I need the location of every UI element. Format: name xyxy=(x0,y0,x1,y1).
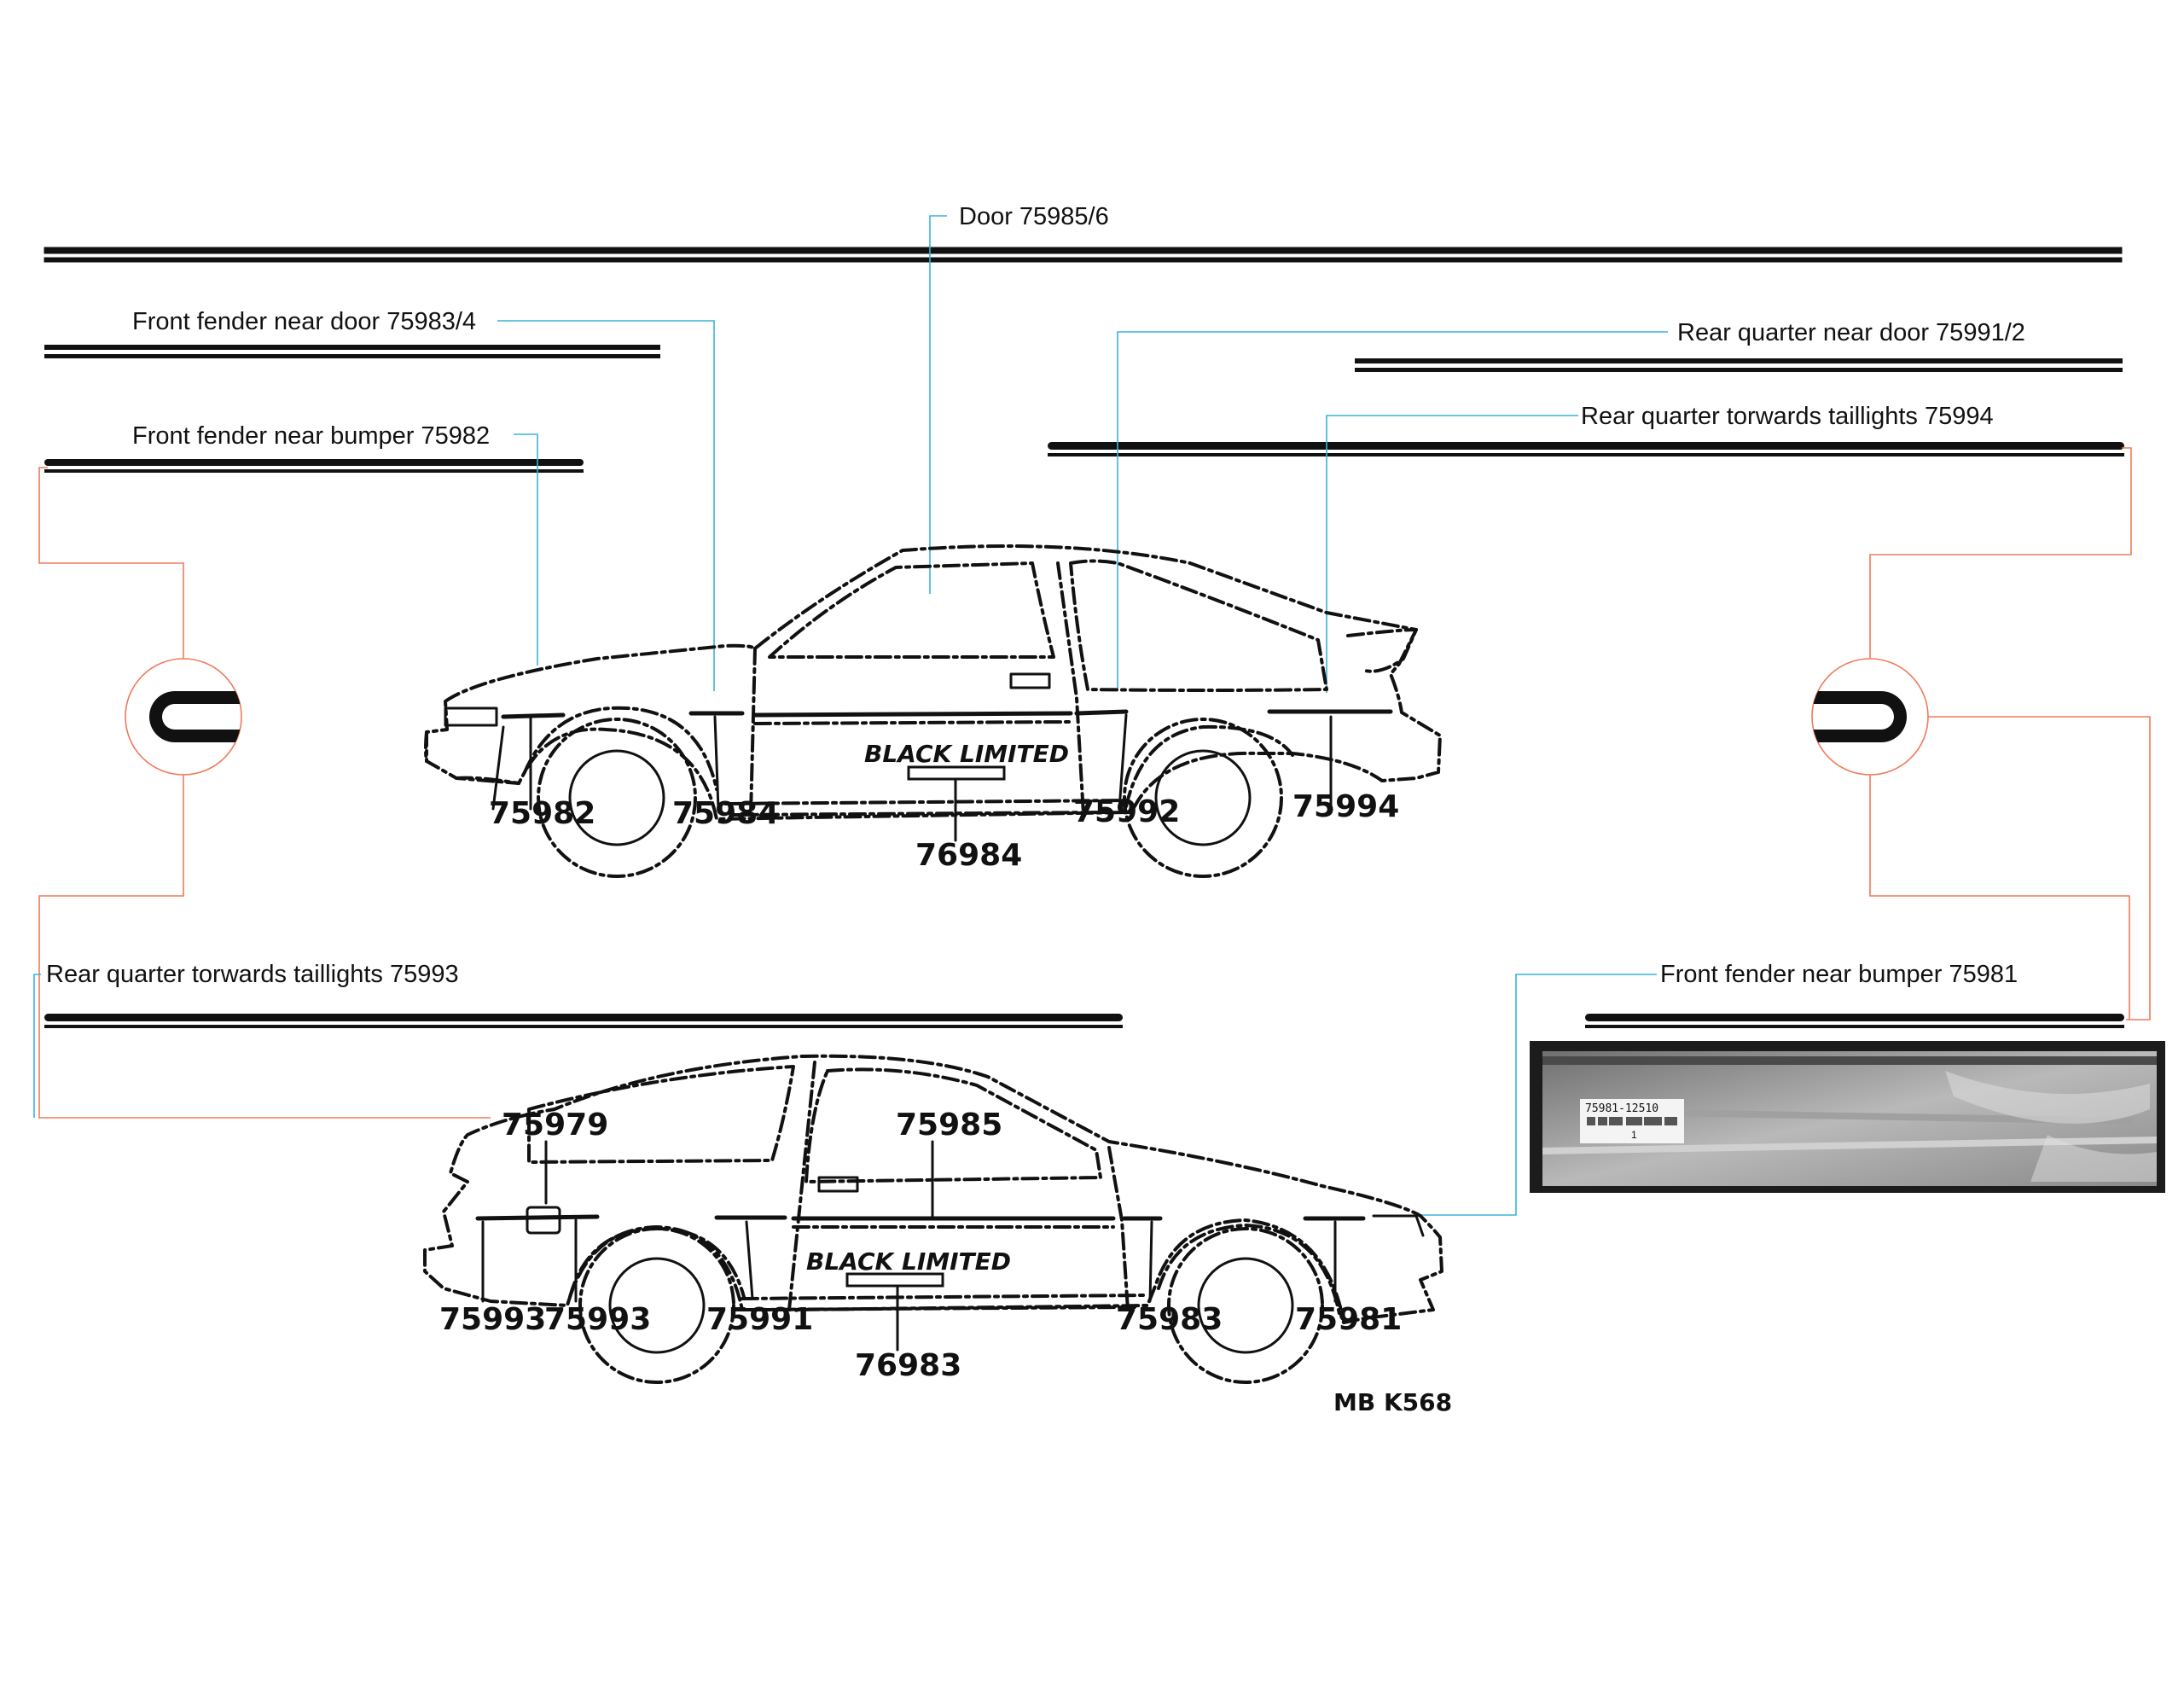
part-number-76983: 76983 xyxy=(855,1348,961,1383)
strip-front-fender-bumper-right xyxy=(44,459,584,473)
strip-rear-quarter-taillights-right xyxy=(1048,442,2124,456)
label-rear-quarter-taillights-right: Rear quarter torwards taillights 75994 xyxy=(1581,403,1994,430)
label-front-fender-near-bumper-left: Front fender near bumper 75981 xyxy=(1660,961,2018,988)
callout-leaders xyxy=(33,215,1668,1216)
strip-front-fender-bumper-left xyxy=(1585,1014,2124,1028)
badge-black-limited-bottom: BLACK LIMITED xyxy=(806,1247,1011,1276)
part-number-76984: 76984 xyxy=(915,838,1022,873)
car-right-side: BLACK LIMITED 75982 75984 75992 75994 76… xyxy=(424,544,1442,878)
profile-connectors xyxy=(38,447,2151,1119)
part-number-75985: 75985 xyxy=(896,1108,1002,1143)
part-number-75983: 75983 xyxy=(1116,1302,1223,1337)
label-front-fender-near-door: Front fender near door 75983/4 xyxy=(132,308,476,335)
part-number-75992: 75992 xyxy=(1073,794,1180,829)
car-left-side: BLACK LIMITED 75979 75985 75993 75993 75… xyxy=(423,1054,1443,1384)
strip-rear-quarter-taillights-left xyxy=(44,1014,1123,1028)
part-number-75993-b: 75993 xyxy=(544,1302,651,1337)
profile-detail-right xyxy=(1811,658,1929,776)
label-rear-quarter-taillights-left: Rear quarter torwards taillights 75993 xyxy=(46,961,459,988)
strip-front-fender-door xyxy=(44,345,660,358)
part-number-75993-a: 75993 xyxy=(439,1302,546,1337)
callout-labels: Door 75985/6 Front fender near door 7598… xyxy=(46,203,2025,988)
label-door: Door 75985/6 xyxy=(959,203,1109,230)
part-number-75994: 75994 xyxy=(1292,789,1399,824)
part-number-75991: 75991 xyxy=(706,1302,813,1337)
label-rear-quarter-near-door: Rear quarter near door 75991/2 xyxy=(1677,319,2025,346)
badge-black-limited-top: BLACK LIMITED xyxy=(864,740,1069,768)
package-part-number: 75981-12510 xyxy=(1585,1102,1658,1115)
package-photo: 75981-12510 1 xyxy=(1530,1041,2165,1193)
part-number-75982: 75982 xyxy=(489,796,595,831)
label-front-fender-near-bumper-right: Front fender near bumper 75982 xyxy=(132,422,490,450)
part-number-75979: 75979 xyxy=(502,1108,608,1143)
package-quantity: 1 xyxy=(1631,1129,1637,1141)
part-number-75981: 75981 xyxy=(1295,1302,1402,1337)
diagram-code: MB K568 xyxy=(1333,1388,1452,1416)
profile-detail-left xyxy=(125,658,242,776)
part-number-75984: 75984 xyxy=(672,796,779,831)
strip-door xyxy=(44,247,2123,263)
strip-rear-quarter-door xyxy=(1355,358,2123,372)
